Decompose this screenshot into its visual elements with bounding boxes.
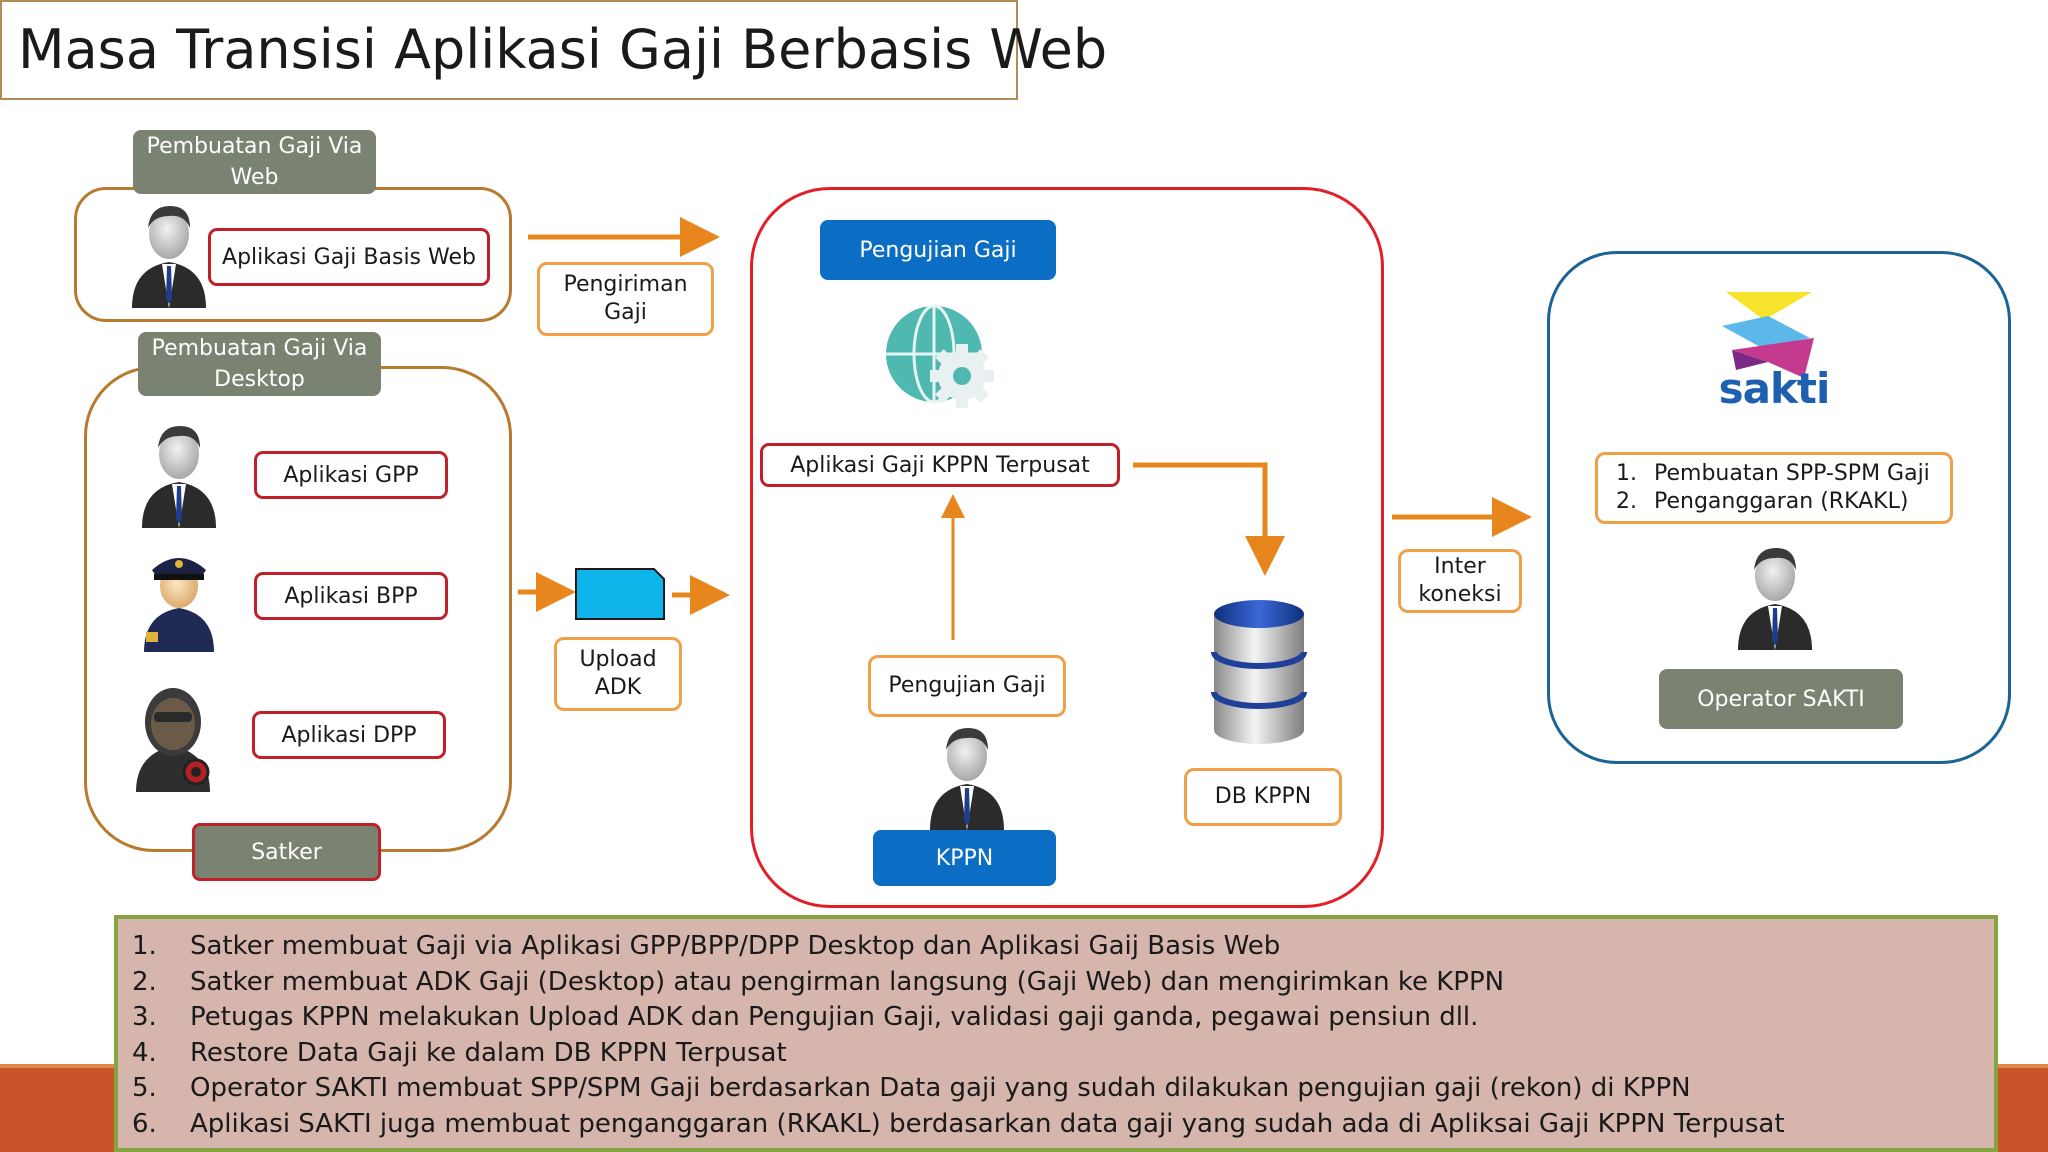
kppn-button[interactable]: KPPN: [873, 830, 1056, 886]
sakti-logo: sakti: [1708, 286, 1838, 420]
person-icon: [124, 198, 214, 312]
database-icon: [1210, 596, 1308, 752]
central-app-box[interactable]: Aplikasi Gaji KPPN Terpusat: [760, 443, 1120, 487]
web-settings-icon: [882, 302, 1000, 414]
note-item: 1.Satker membuat Gaji via Aplikasi GPP/B…: [132, 931, 1281, 961]
note-item: 6.Aplikasi SAKTI juga membuat penganggar…: [132, 1108, 1785, 1139]
dpp-app-box[interactable]: Aplikasi DPP: [252, 711, 446, 759]
satker-label: Satker: [192, 823, 381, 881]
sakti-group-container: [1547, 251, 2011, 764]
bpp-app-box[interactable]: Aplikasi BPP: [254, 572, 448, 620]
pengujian-gaji-button[interactable]: Pengujian Gaji: [820, 220, 1056, 280]
interkoneksi-label: Inter koneksi: [1398, 549, 1522, 613]
gpp-app-box[interactable]: Aplikasi GPP: [254, 451, 448, 499]
note-item: 4.Restore Data Gaji ke dalam DB KPPN Ter…: [132, 1037, 787, 1068]
upload-adk-label: Upload ADK: [554, 637, 682, 711]
sakti-task-item: 2. Penganggaran (RKAKL): [1616, 489, 1909, 514]
adk-file-icon: [574, 567, 666, 625]
note-item: 3.Petugas KPPN melakukan Upload ADK dan …: [132, 1002, 1479, 1033]
pengiriman-label: Pengiriman Gaji: [537, 262, 714, 336]
kppn-testing-box[interactable]: Pengujian Gaji: [868, 655, 1066, 717]
sakti-logo-text: sakti: [1718, 364, 1831, 413]
db-kppn-label: DB KPPN: [1184, 768, 1342, 826]
police-officer-icon: [134, 542, 224, 656]
notes-panel: 1.Satker membuat Gaji via Aplikasi GPP/B…: [114, 915, 1998, 1152]
note-item: 2.Satker membuat ADK Gaji (Desktop) atau…: [132, 966, 1505, 997]
person-icon: [1730, 540, 1820, 654]
web-group-label: Pembuatan Gaji Via Web: [133, 130, 376, 194]
person-icon: [134, 418, 224, 532]
sakti-task-item: 1. Pembuatan SPP-SPM Gaji: [1616, 461, 1930, 486]
page-title: Masa Transisi Aplikasi Gaji Berbasis Web: [0, 0, 1107, 100]
operator-sakti-label: Operator SAKTI: [1659, 669, 1903, 729]
desktop-group-label: Pembuatan Gaji Via Desktop: [138, 332, 381, 396]
sakti-tasks-box: 1. Pembuatan SPP-SPM Gaji 2. Penganggara…: [1595, 452, 1953, 524]
person-icon: [922, 720, 1012, 834]
web-app-box[interactable]: Aplikasi Gaji Basis Web: [208, 228, 490, 286]
kppn-group-container: [750, 187, 1384, 908]
soldier-icon: [128, 682, 218, 796]
note-item: 5.Operator SAKTI membuat SPP/SPM Gaji be…: [132, 1073, 1691, 1104]
